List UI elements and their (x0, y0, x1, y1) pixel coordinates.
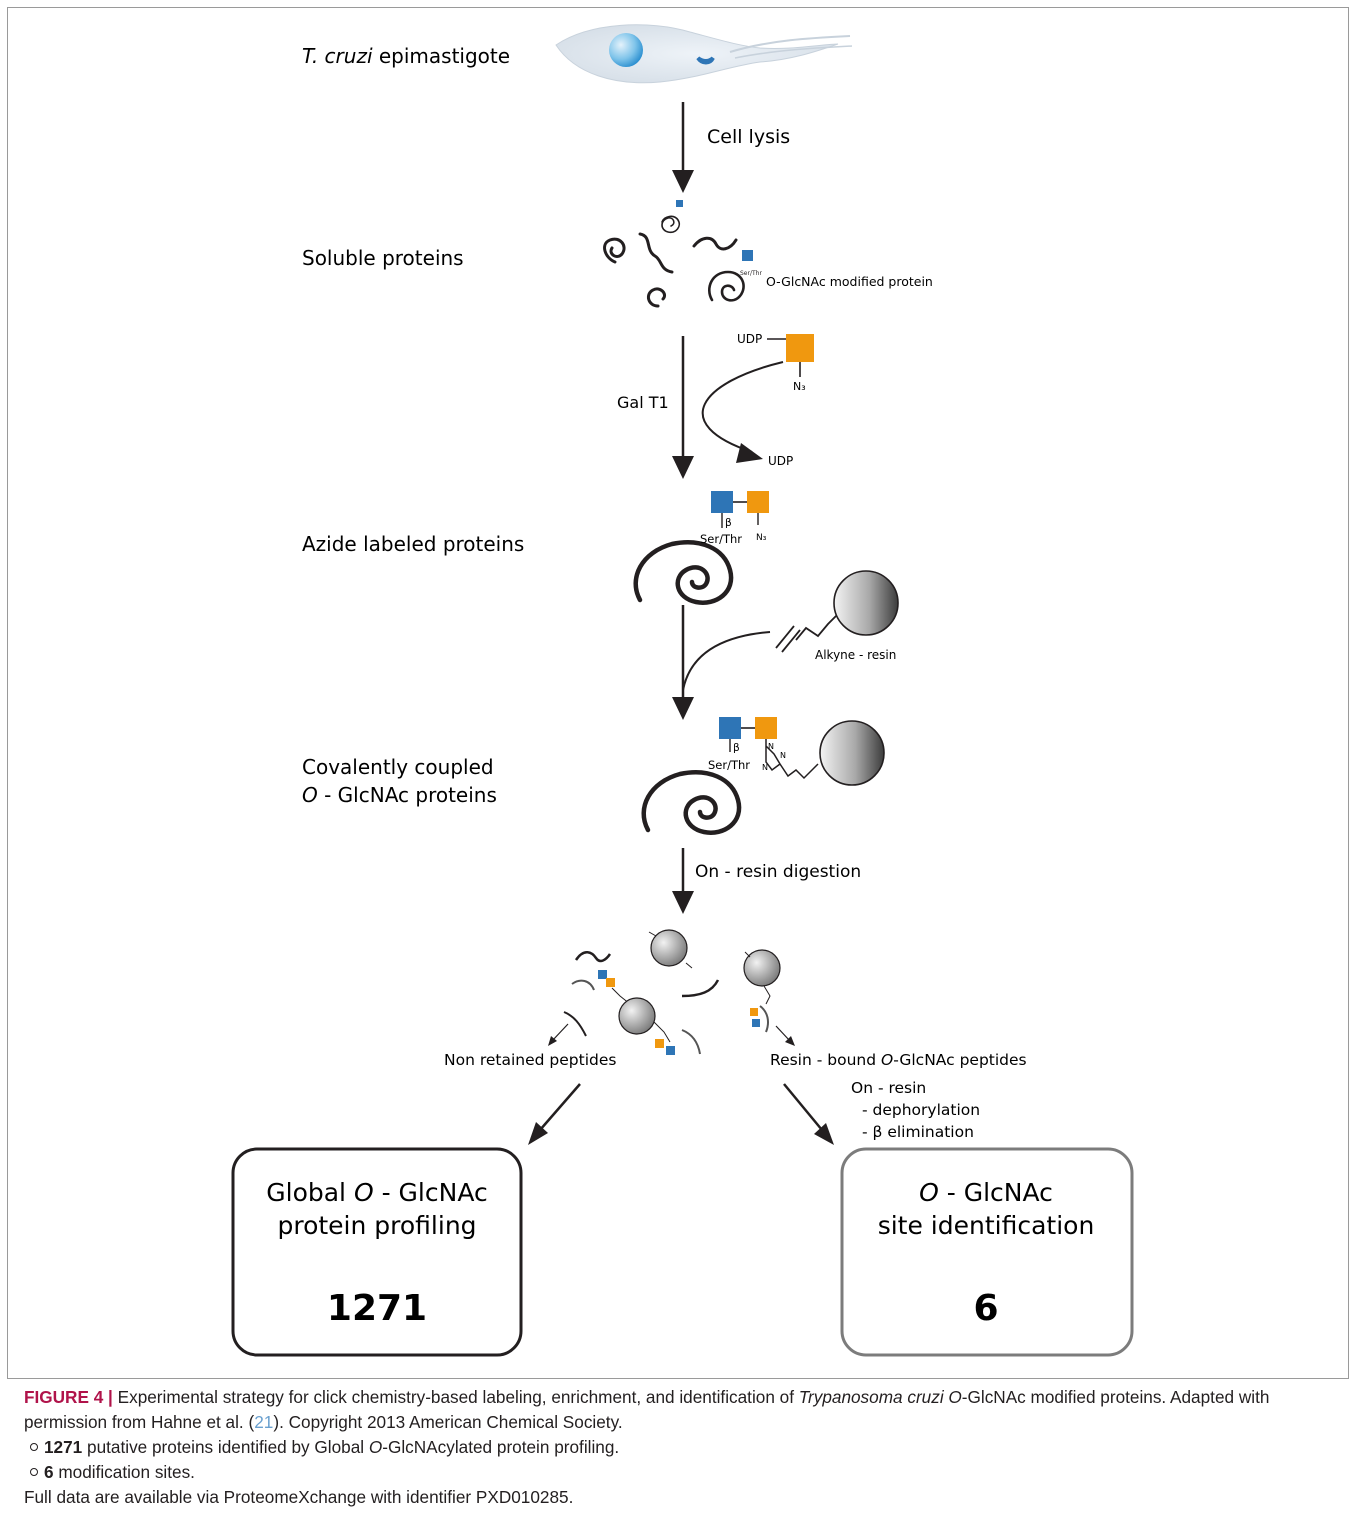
bullet-icon (30, 1443, 38, 1451)
beta-label-2: β (733, 742, 740, 754)
profiling-box: Global O - GlcNAc protein profiling 1271 (231, 1147, 523, 1357)
arrow-to-profiling (528, 1083, 581, 1145)
cell-lysis-label: Cell lysis (707, 126, 790, 148)
triazole-n-label-3: N (762, 763, 768, 772)
udp-out-label: UDP (768, 454, 793, 468)
arrow-click-reaction (672, 570, 899, 720)
step-soluble-label: Soluble proteins (302, 246, 464, 270)
caption-bullet-1: 1271 putative proteins identified by Glo… (24, 1435, 1340, 1460)
reference-link[interactable]: 21 (254, 1412, 274, 1432)
coupled-bead-icon (819, 720, 885, 786)
figure-frame (7, 7, 1349, 1379)
alkyne-resin-label: Alkyne - resin (815, 648, 896, 662)
triazole-n-label-2: N (780, 751, 786, 760)
caption-footer: Full data are available via ProteomeXcha… (24, 1487, 574, 1507)
beta-elim-label: - β elimination (862, 1123, 974, 1141)
workflow-diagram: T. cruzi epimastigote Cell lysis Soluble… (231, 24, 1134, 1357)
modified-protein-label: O-GlcNAc modified protein (766, 274, 933, 289)
azide-protein-illustration (633, 491, 769, 605)
step-parasite-label: T. cruzi epimastigote (302, 44, 510, 68)
non-retained-label: Non retained peptides (444, 1051, 616, 1069)
figure-number: FIGURE 4 | (24, 1387, 113, 1407)
ser-thr-small-label: Ser/Thr (740, 270, 762, 277)
site-title-line2: site identification (878, 1211, 1095, 1240)
n3-label: N₃ (793, 380, 806, 393)
nucleus-icon (609, 33, 643, 67)
gal-t1-label: Gal T1 (617, 393, 669, 412)
n3-label-2: N₃ (756, 533, 767, 543)
figure-caption: FIGURE 4 | Experimental strategy for cli… (24, 1385, 1340, 1510)
ser-thr-label-2: Ser/Thr (708, 758, 750, 772)
digestion-label: On - resin digestion (695, 862, 861, 882)
step-azide-label: Azide labeled proteins (302, 532, 524, 556)
bullet-icon (30, 1468, 38, 1476)
step-covalent-line1: Covalently coupled (302, 755, 494, 779)
soluble-proteins-illustration (603, 200, 753, 308)
udp-in-label: UDP (737, 332, 762, 346)
arrow-to-site-identification (783, 1083, 834, 1145)
kinetoplast-icon (696, 56, 715, 65)
site-title-line1: O - GlcNAc (919, 1178, 1053, 1207)
arrow-gal-t1 (672, 336, 784, 479)
galnaz-square-icon (786, 334, 814, 362)
digestion-products-illustration (548, 929, 795, 1055)
profiling-title-line1: Global O - GlcNAc (266, 1178, 487, 1207)
dephos-label: - dephorylation (862, 1101, 980, 1119)
site-count: 6 (973, 1288, 998, 1329)
caption-main: FIGURE 4 | Experimental strategy for cli… (24, 1387, 1270, 1432)
site-identification-box: O - GlcNAc site identification 6 (840, 1147, 1134, 1357)
resin-bound-label: Resin - bound O-GlcNAc peptides (770, 1051, 1027, 1069)
resin-bead-icon (833, 570, 899, 636)
coupled-protein-illustration (641, 717, 885, 835)
triazole-n-label-1: N (768, 742, 774, 751)
parasite-illustration (555, 24, 853, 84)
profiling-count: 1271 (327, 1288, 427, 1329)
arrow-digestion (672, 848, 694, 914)
step-covalent-line2: O - GlcNAc proteins (302, 783, 497, 807)
arrow-cell-lysis (672, 102, 694, 193)
caption-bullet-2: 6 modification sites. (24, 1460, 1340, 1485)
on-resin-label: On - resin (851, 1079, 926, 1097)
beta-label-1: β (725, 517, 732, 529)
profiling-title-line2: protein profiling (277, 1211, 476, 1240)
ser-thr-label-1: Ser/Thr (700, 532, 742, 546)
